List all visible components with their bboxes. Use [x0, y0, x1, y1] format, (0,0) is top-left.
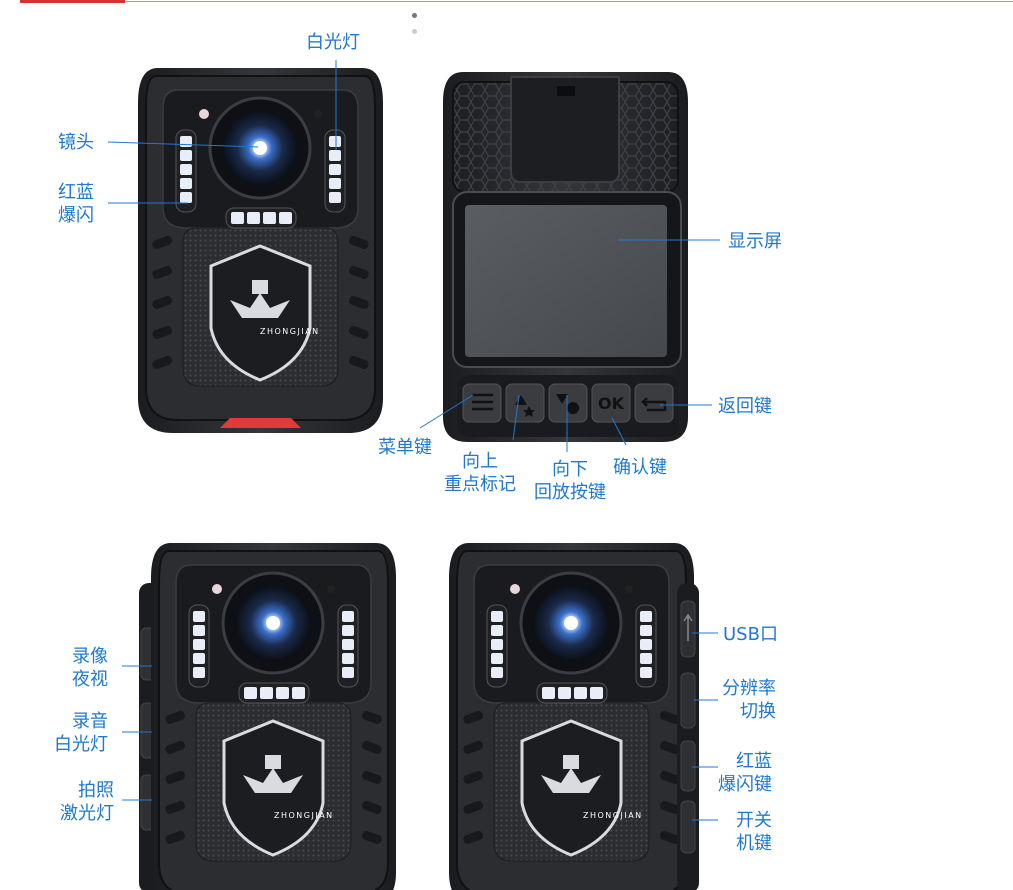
usb-icon — [683, 613, 693, 641]
pager-dot[interactable] — [412, 29, 417, 34]
brand-text-3: ZHONGJIAN — [583, 811, 643, 820]
up-button[interactable] — [505, 383, 545, 423]
return-icon — [641, 397, 667, 412]
label-record: 录像 夜视 — [72, 646, 108, 690]
label-usb: USB口 — [723, 624, 778, 645]
top-rule — [125, 1, 1013, 2]
label-resolution: 分辨率 切换 — [722, 678, 776, 722]
leader-lines — [107, 60, 720, 821]
down-button[interactable] — [548, 383, 588, 423]
label-up: 向上 重点标记 — [444, 451, 516, 495]
label-return-key: 返回键 — [718, 396, 772, 417]
brand-text-2: ZHONGJIAN — [274, 811, 334, 820]
label-menu-key: 菜单键 — [378, 437, 432, 458]
label-white-light: 白光灯 — [306, 32, 360, 53]
label-display: 显示屏 — [728, 231, 782, 252]
ok-icon: OK — [598, 394, 625, 413]
down-play-icon — [556, 394, 580, 414]
pager-dot-active[interactable] — [412, 13, 417, 18]
label-audio: 录音 白光灯 — [54, 711, 108, 755]
label-down: 向下 回放按键 — [534, 459, 606, 503]
ok-button[interactable]: OK — [591, 383, 631, 423]
camera-back: OK — [443, 72, 688, 442]
top-accent-bar — [20, 0, 125, 3]
top-bar — [0, 0, 1013, 3]
menu-button[interactable] — [462, 383, 502, 423]
camera-front — [136, 66, 385, 435]
display-screen — [465, 205, 667, 357]
label-power: 开关 机键 — [736, 810, 772, 854]
camera-left-side — [139, 541, 398, 890]
label-red-blue-flash: 红蓝 爆闪 — [58, 182, 94, 226]
return-button[interactable] — [634, 383, 674, 423]
brand-text: ZHONGJIAN — [260, 327, 320, 336]
label-flash-key: 红蓝 爆闪键 — [718, 751, 772, 795]
menu-icon — [472, 393, 493, 411]
label-lens: 镜头 — [58, 132, 94, 153]
label-photo: 拍照 激光灯 — [60, 780, 114, 824]
camera-right-side — [447, 541, 699, 890]
up-star-icon — [515, 395, 535, 417]
label-confirm-key: 确认键 — [613, 457, 667, 478]
